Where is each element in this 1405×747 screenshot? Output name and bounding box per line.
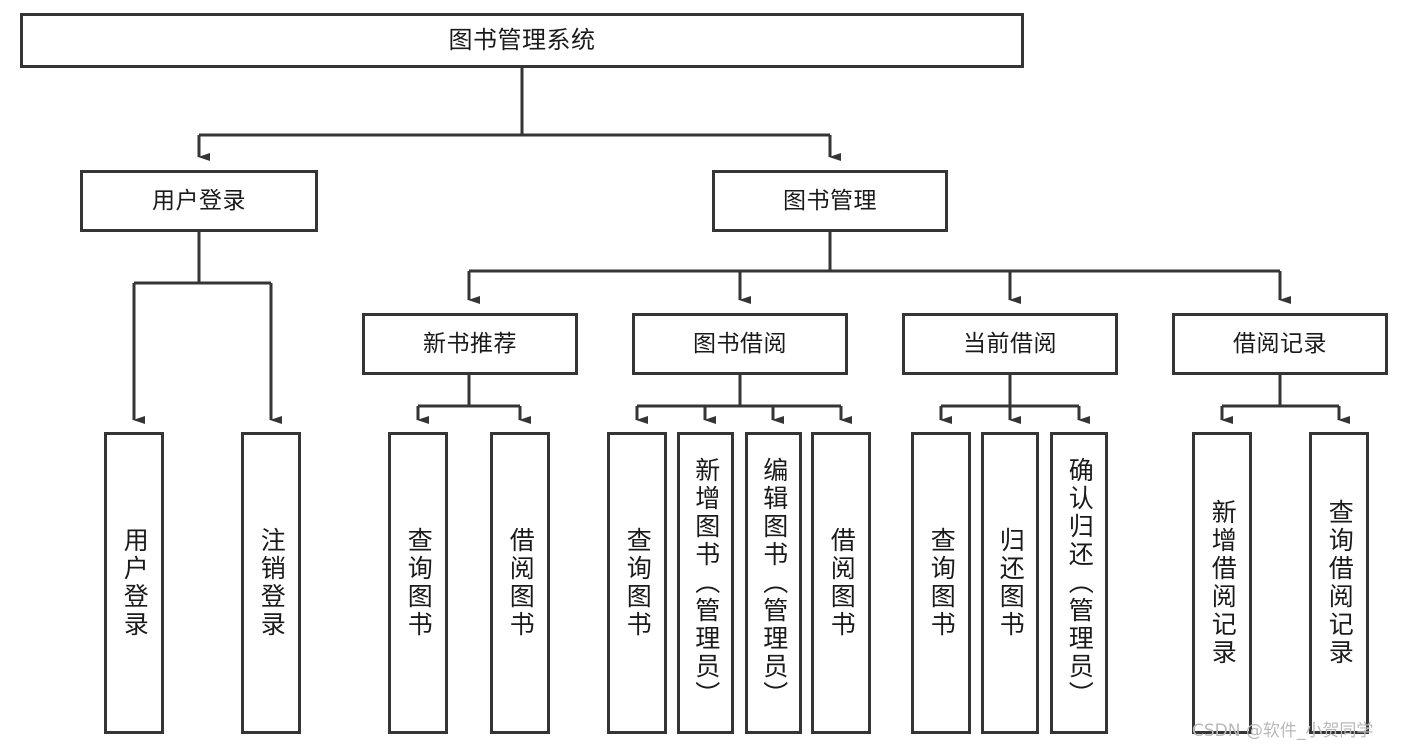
- leaf-add-borrow-record[interactable]: 新增借阅记录: [1192, 432, 1252, 734]
- node-current-borrow[interactable]: 当前借阅: [902, 313, 1118, 375]
- node-label: 借阅图书: [827, 527, 857, 639]
- node-label: 图书管理: [783, 187, 877, 214]
- node-label: 查询图书: [404, 527, 434, 639]
- node-label: 新增图书（管理员）: [691, 457, 721, 709]
- leaf-logout-login[interactable]: 注销登录: [241, 432, 301, 734]
- node-label: 借阅图书: [506, 527, 536, 639]
- leaf-query-book-borrow[interactable]: 查询图书: [607, 432, 667, 734]
- leaf-confirm-return[interactable]: 确认归还（管理员）: [1050, 432, 1108, 734]
- node-label: 注销登录: [257, 527, 287, 639]
- node-label: 用户登录: [152, 187, 246, 214]
- leaf-borrow-book-recommend[interactable]: 借阅图书: [490, 432, 550, 734]
- node-label: 借阅记录: [1233, 330, 1327, 357]
- leaf-query-book-recommend[interactable]: 查询图书: [388, 432, 448, 734]
- node-label: 新增借阅记录: [1208, 499, 1238, 667]
- node-book-borrow[interactable]: 图书借阅: [632, 313, 848, 375]
- node-label: 新书推荐: [423, 330, 517, 357]
- leaf-query-borrow-record[interactable]: 查询借阅记录: [1309, 432, 1369, 734]
- node-user-login[interactable]: 用户登录: [80, 170, 318, 232]
- node-book-management[interactable]: 图书管理: [712, 170, 948, 232]
- node-label: 用户登录: [120, 527, 150, 639]
- node-new-book-recommend[interactable]: 新书推荐: [362, 313, 578, 375]
- node-label: 归还图书: [996, 527, 1026, 639]
- node-label: 图书管理系统: [448, 25, 596, 54]
- node-label: 查询图书: [927, 527, 957, 639]
- leaf-return-book[interactable]: 归还图书: [981, 432, 1039, 734]
- node-label: 当前借阅: [963, 330, 1057, 357]
- node-label: 图书借阅: [693, 330, 787, 357]
- leaf-query-book-current[interactable]: 查询图书: [911, 432, 971, 734]
- leaf-add-book[interactable]: 新增图书（管理员）: [677, 432, 734, 734]
- node-label: 查询借阅记录: [1325, 499, 1355, 667]
- node-root-system[interactable]: 图书管理系统: [20, 13, 1024, 68]
- watermark-text: CSDN @软件_小贺同学: [1192, 721, 1374, 741]
- leaf-borrow-book-borrow[interactable]: 借阅图书: [811, 432, 871, 734]
- leaf-user-login[interactable]: 用户登录: [104, 432, 164, 734]
- node-label: 查询图书: [623, 527, 653, 639]
- node-borrow-record[interactable]: 借阅记录: [1172, 313, 1388, 375]
- node-label: 确认归还（管理员）: [1065, 457, 1095, 709]
- node-label: 编辑图书（管理员）: [759, 457, 789, 709]
- leaf-edit-book[interactable]: 编辑图书（管理员）: [745, 432, 802, 734]
